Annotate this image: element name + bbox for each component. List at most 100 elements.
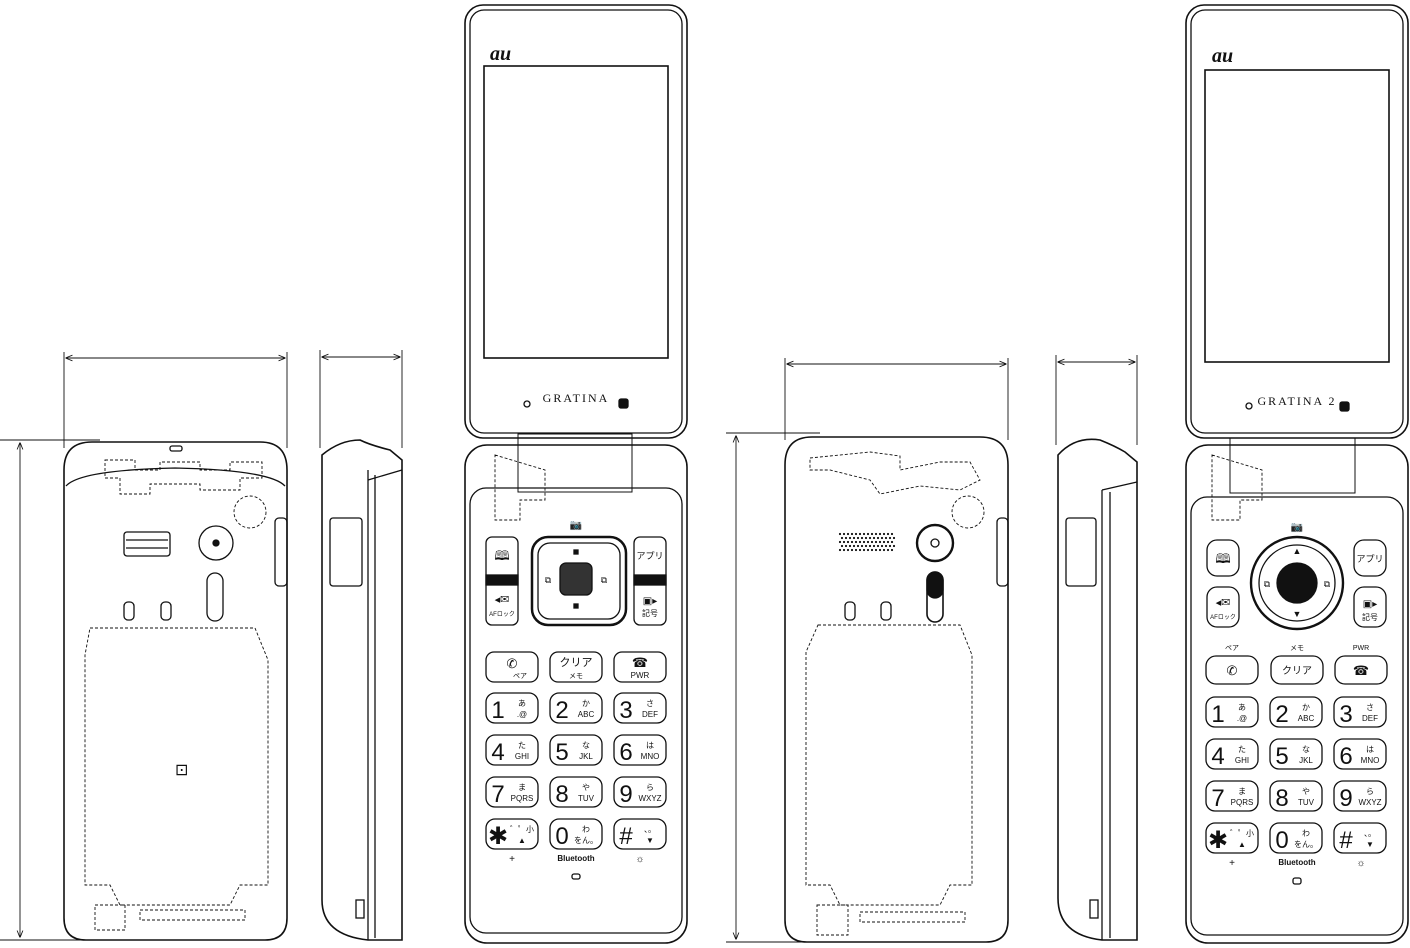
speaker-hole	[850, 532, 854, 536]
key-number: 9	[619, 781, 632, 808]
key-latin: をん。	[1294, 840, 1318, 849]
dpad[interactable]: ⧉ ⧉	[530, 535, 628, 627]
camera-lens	[915, 523, 955, 563]
call-icon: ✆	[1227, 663, 1238, 678]
svg-text:▣▸: ▣▸	[1363, 599, 1377, 610]
camera-icon: 📷	[1291, 522, 1303, 533]
key-kana: な	[582, 741, 590, 750]
clear-button[interactable]	[549, 651, 603, 683]
speaker-hole	[852, 544, 856, 548]
key-kana: ゛゜小	[1230, 829, 1254, 838]
keypad-key[interactable]: #、。▼	[1333, 822, 1387, 854]
flash	[206, 572, 224, 622]
speaker-hole	[880, 544, 884, 548]
speaker-hole	[854, 548, 858, 552]
end-call-button[interactable]	[1334, 655, 1388, 685]
keypad-key[interactable]: 5 な JKL	[549, 734, 603, 766]
front-view-gratina2: au GRATINA 2 📷 🕮 ◂✉ AFロック アプリ ▣▸ 記号 ▲ ▼	[1185, 4, 1409, 944]
key-number: ✱	[488, 823, 508, 850]
side-view-gratina2	[1055, 355, 1138, 941]
speaker-hole	[856, 544, 860, 548]
key-kana: た	[1238, 745, 1246, 754]
key-kana: さ	[646, 699, 654, 708]
speaker-hole	[884, 536, 888, 540]
speaker-hole	[858, 532, 862, 536]
speaker-hole	[870, 532, 874, 536]
symbol-button[interactable]	[1353, 586, 1387, 628]
app-button[interactable]	[1353, 539, 1387, 577]
key-number: 6	[1339, 743, 1352, 770]
back-view-gratina2	[726, 358, 1009, 943]
key-number: 7	[491, 781, 504, 808]
speaker-hole	[838, 532, 842, 536]
key-number: 9	[1339, 785, 1352, 812]
speaker-hole	[852, 536, 856, 540]
center-key[interactable]	[1276, 562, 1318, 604]
key-latin: TUV	[578, 794, 595, 803]
key-latin: JKL	[579, 752, 593, 761]
key-kana: ら	[1366, 787, 1374, 796]
key-number: 7	[1211, 785, 1224, 812]
key-number: 5	[555, 739, 568, 766]
call-button[interactable]	[485, 651, 539, 683]
center-key[interactable]	[559, 562, 593, 596]
svg-text:⧉: ⧉	[1324, 579, 1331, 589]
key-latin: DEF	[642, 710, 658, 719]
speaker-hole	[862, 540, 866, 544]
keypad-key[interactable]: #、。▼	[613, 818, 667, 850]
keypad-key[interactable]: ✱゛゜小▲	[485, 818, 539, 850]
speaker-hole	[842, 532, 846, 536]
speaker-hole	[848, 544, 852, 548]
keypad-key[interactable]: 9 ら WXYZ	[1333, 780, 1387, 812]
key-latin: MNO	[641, 752, 660, 761]
key-number: 2	[555, 697, 568, 724]
svg-text:Bluetooth: Bluetooth	[1278, 858, 1315, 867]
dpad[interactable]: ▲ ▼ ⧉ ⧉	[1249, 535, 1345, 631]
call-button[interactable]	[1205, 655, 1259, 685]
speaker-hole	[886, 548, 890, 552]
svg-text:AFロック: AFロック	[1210, 614, 1236, 621]
speaker-hole	[884, 544, 888, 548]
speaker-hole	[858, 548, 862, 552]
speaker-hole	[872, 536, 876, 540]
mail-button[interactable]	[1206, 586, 1240, 628]
key-kana: ま	[1238, 787, 1246, 796]
model-name: GRATINA 2	[1257, 394, 1336, 408]
speaker-hole	[890, 548, 894, 552]
svg-text:⧉: ⧉	[601, 575, 608, 585]
side-view-gratina	[319, 350, 403, 941]
phone-book-button[interactable]	[1206, 539, 1240, 577]
key-latin: WXYZ	[1358, 798, 1381, 807]
end-call-button[interactable]	[613, 651, 667, 683]
key-kana: は	[646, 741, 654, 750]
speaker-hole	[866, 540, 870, 544]
keypad-key[interactable]: ✱゛゜小▲	[1205, 822, 1259, 854]
speaker-hole	[882, 548, 886, 552]
key-number: 8	[555, 781, 568, 808]
speaker-hole	[838, 540, 842, 544]
speaker-hole	[860, 536, 864, 540]
light-icon: ☼	[1356, 858, 1365, 869]
clear-button[interactable]	[1270, 655, 1324, 685]
key-number: 3	[1339, 701, 1352, 728]
